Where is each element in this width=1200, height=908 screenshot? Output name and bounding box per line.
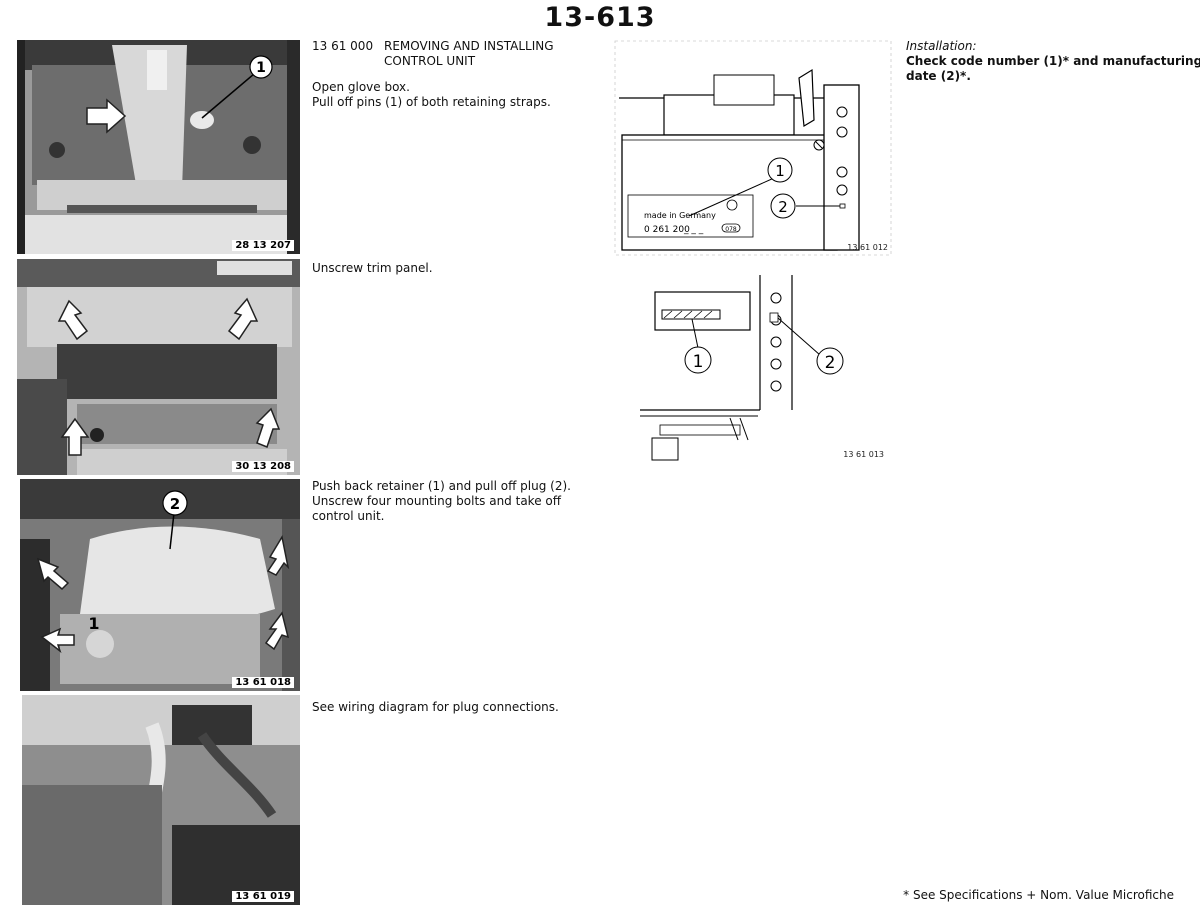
figure-number: 13 61 019 [232, 891, 294, 902]
label-made-in: made in Germany [644, 211, 716, 220]
arrow-icon [36, 534, 290, 654]
callout-1-label: 1 [256, 60, 266, 76]
section-title-line1: REMOVING AND INSTALLING [384, 39, 554, 53]
section-number: 13 61 000 [312, 39, 374, 53]
installation-line-2: date (2)*. [906, 69, 971, 83]
step-4-text: See wiring diagram for plug connections. [312, 700, 592, 715]
callout-1-label: 1 [693, 352, 704, 372]
label-code: 078 [725, 226, 737, 233]
photo-control-unit: 2 1 13 61 018 [20, 479, 300, 691]
step-2-line-1: Unscrew trim panel. [312, 261, 433, 275]
step-1-line-2: Pull off pins (1) of both retaining stra… [312, 95, 551, 109]
arrow-icon [86, 98, 127, 134]
step-3-line-3: control unit. [312, 509, 385, 523]
photo-trim-panel: 30 13 208 [17, 259, 300, 475]
figure-number: 13 61 013 [843, 450, 884, 459]
step-3-text: Push back retainer (1) and pull off plug… [312, 479, 592, 524]
numbered-callout-icon: 2 1 [88, 490, 188, 633]
photo-glove-box: 1 28 13 207 [17, 40, 300, 254]
figure-number: 30 13 208 [232, 461, 294, 472]
arrow-icon [57, 297, 281, 456]
page-number: 13-613 [544, 2, 656, 33]
figure-number: 13 61 018 [232, 677, 294, 688]
diagram-date-label-drawing: 1 2 [640, 275, 844, 461]
diagram-code-label: made in Germany 0 261 200 _ _ _ 078 1 2 … [614, 40, 892, 256]
label-part-number: 0 261 200 [644, 225, 690, 235]
photo-wiring-image [22, 695, 300, 905]
svg-text:_ _ _: _ _ _ [683, 225, 704, 235]
callout-1-label: 1 [775, 162, 785, 180]
diagram-code-label-drawing: made in Germany 0 261 200 _ _ _ 078 1 2 [614, 40, 892, 256]
step-1-text: Open glove box. Pull off pins (1) of bot… [312, 80, 602, 110]
figure-number: 28 13 207 [232, 240, 294, 251]
footnote: * See Specifications + Nom. Value Microf… [903, 888, 1174, 902]
callout-2-label: 2 [170, 495, 180, 513]
callout-1-label: 1 [88, 614, 99, 633]
step-3-line-1: Push back retainer (1) and pull off plug… [312, 479, 571, 493]
installation-line-1: Check code number (1)* and manufacturing [906, 54, 1200, 68]
step-4-line-1: See wiring diagram for plug connections. [312, 700, 559, 714]
step-2-text: Unscrew trim panel. [312, 261, 592, 276]
diagram-date-label: 1 2 13 61 013 [630, 270, 892, 465]
step-1-line-1: Open glove box. [312, 80, 410, 94]
step-3-line-2: Unscrew four mounting bolts and take off [312, 494, 561, 508]
installation-heading: Installation: [906, 39, 977, 53]
figure-number: 13 61 012 [847, 243, 888, 252]
callout-2-label: 2 [825, 353, 836, 373]
photo-wiring: 13 61 019 [22, 695, 300, 905]
numbered-callout-icon: 1 [201, 55, 273, 119]
section-title-line2: CONTROL UNIT [384, 54, 476, 68]
installation-block: Installation: Check code number (1)* and… [906, 39, 1200, 84]
photo-trim-panel-image [17, 259, 300, 475]
callout-2-label: 2 [778, 198, 788, 216]
